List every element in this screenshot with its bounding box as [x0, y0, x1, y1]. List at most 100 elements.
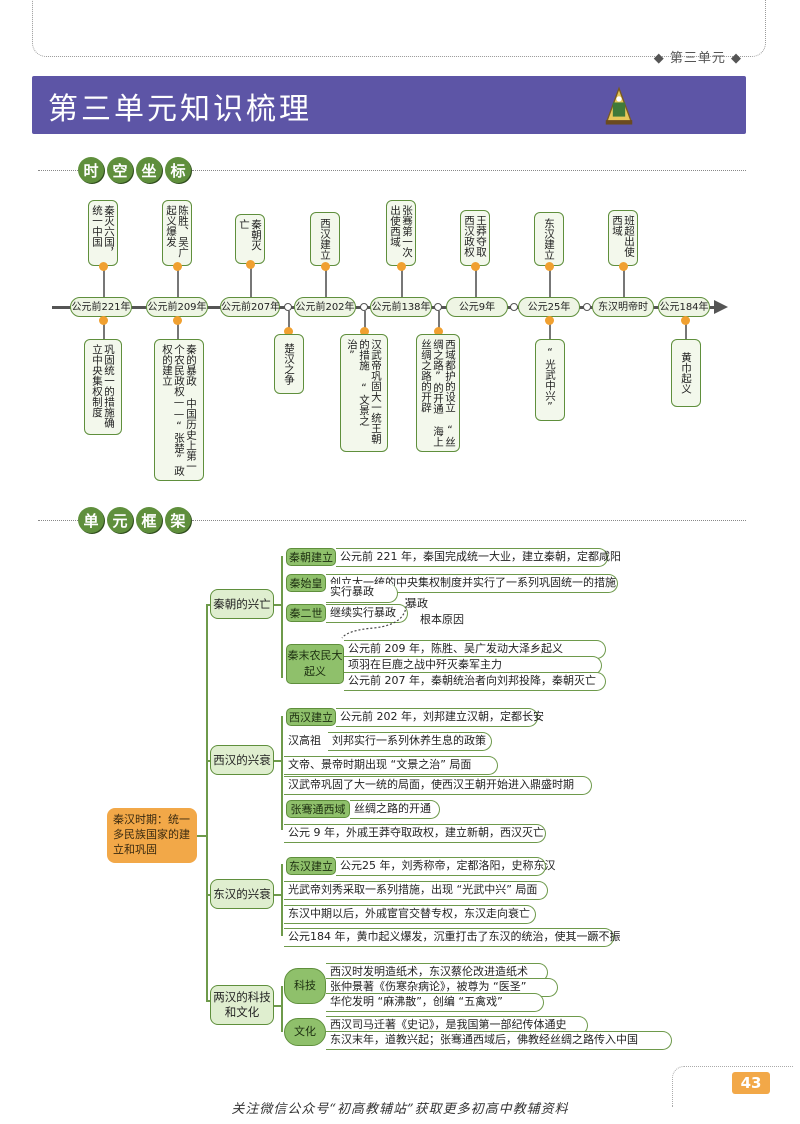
timeline-dot	[321, 262, 330, 271]
note-tyranny: 暴政	[406, 597, 428, 610]
timeline-event-below: 黄巾起义	[671, 339, 701, 407]
timeline-knob	[434, 303, 442, 311]
tag-qin-shihuang: 秦始皇	[286, 574, 326, 592]
timeline-connector	[103, 317, 105, 339]
timeline-connector	[438, 311, 440, 331]
tree-line	[281, 716, 283, 830]
framework-root: 秦汉时期：统一多民族国家的建立和巩固	[107, 808, 197, 863]
section-char: 时	[78, 157, 104, 183]
branch-culture: 两汉的科技和文化	[210, 985, 274, 1025]
page-number: 43	[732, 1072, 770, 1094]
tree-line	[206, 1000, 212, 1002]
framework-row: 华佗发明 “麻沸散”，创编 “五禽戏”	[326, 993, 544, 1012]
timeline-dot	[681, 316, 690, 325]
timeline-connector	[623, 266, 625, 297]
timeline-connector	[325, 266, 327, 297]
framework-row: 公元 9 年，外戚王莽夺取政权，建立新朝，西汉灭亡	[284, 824, 546, 843]
tree-line	[274, 604, 282, 606]
framework-row: 西汉时发明造纸术，东汉蔡伦改进造纸术	[326, 963, 548, 982]
framework-row: 公元25 年，刘秀称帝，定都洛阳，史称东汉	[336, 857, 556, 876]
timeline-dot	[360, 327, 369, 336]
label-han-gaozu: 汉高祖	[288, 734, 321, 747]
timeline-event-below: 秦的暴政 中国历史上第一个农民政权——“张楚”政权的建立	[154, 339, 204, 481]
framework-row: 公元前 221 年，秦国完成统一大业，建立秦朝，定都咸阳	[336, 548, 621, 567]
timeline-date: 公元前138年	[370, 297, 432, 317]
framework-row: 光武帝刘秀采取一系列措施，出现 “光武中兴” 局面	[284, 881, 548, 900]
timeline-dot	[397, 262, 406, 271]
timeline-knob	[510, 303, 518, 311]
section-line-left	[38, 520, 78, 521]
framework-row: 刘邦实行一系列休养生息的政策	[328, 732, 492, 751]
timeline-connector	[177, 266, 179, 297]
section-char: 框	[136, 507, 162, 533]
timeline-connector	[401, 266, 403, 297]
timeline-event-above: 班超出使西域	[608, 210, 638, 266]
framework-row: 创立大一统的中央集权制度并实行了一系列巩固统一的措施	[326, 574, 618, 593]
timeline-knob	[583, 303, 591, 311]
timeline-event-below: 汉武帝巩固大一统王朝的措施 “文景之治”	[340, 334, 388, 452]
timeline-date: 公元前207年	[220, 297, 280, 317]
timeline-arrow	[714, 300, 728, 314]
framework-row: 东汉末年，道教兴起；张骞通西域后，佛教经丝绸之路传入中国	[326, 1031, 672, 1050]
timeline-date: 公元25年	[518, 297, 580, 317]
section-char: 空	[107, 157, 133, 183]
timeline-event-above: 秦灭六国，统一中国	[88, 200, 118, 266]
timeline-connector	[250, 264, 252, 297]
branch-xihan: 西汉的兴衰	[210, 745, 274, 775]
section-char: 元	[107, 507, 133, 533]
framework-row: 文帝、景帝时期出现 “文景之治” 局面	[284, 756, 498, 775]
framework-row: 继续实行暴政	[326, 604, 408, 623]
timeline-event-below: “光武中兴”	[535, 339, 565, 421]
timeline-date: 公元前221年	[70, 297, 132, 317]
framework-row: 项羽在巨鹿之战中歼灭秦军主力	[344, 656, 602, 675]
tag-donghan-founding: 东汉建立	[286, 857, 336, 875]
tag-culture: 文化	[284, 1018, 326, 1046]
tag-zhangqian: 张骞通西域	[286, 800, 350, 818]
tree-trunk	[206, 604, 208, 1000]
timeline-connector	[549, 266, 551, 297]
tree-line	[197, 835, 207, 837]
timeline-date: 公元前209年	[146, 297, 208, 317]
framework-row: 公元前 202 年，刘邦建立汉朝，定都长安	[336, 708, 544, 727]
section-line-left	[38, 170, 78, 171]
note-root-cause: 根本原因	[420, 613, 464, 626]
timeline-event-above: 陈胜、吴广起义爆发	[162, 200, 192, 266]
section-line-right	[192, 170, 746, 171]
branch-qin: 秦朝的兴亡	[210, 589, 274, 619]
timeline-knob	[360, 303, 368, 311]
timeline-knob	[284, 303, 292, 311]
unit-label: ◆ 第三单元 ◆	[653, 51, 742, 66]
timeline-dot	[173, 262, 182, 271]
tree-line	[281, 986, 283, 1032]
corner-frame	[672, 1066, 793, 1107]
framework-row: 实行暴政	[326, 584, 398, 603]
timeline-dot	[246, 260, 255, 269]
timeline-date: 公元前202年	[294, 297, 356, 317]
framework-row: 公元前 209 年，陈胜、吴广发动大泽乡起义	[344, 640, 606, 659]
timeline-connector	[475, 266, 477, 297]
framework-row: 汉武帝巩固了大一统的局面，使西汉王朝开始进入鼎盛时期	[284, 776, 592, 795]
timeline-dot	[99, 316, 108, 325]
timeline-connector	[364, 311, 366, 331]
timeline-dot	[619, 262, 628, 271]
timeline-event-above: 秦朝灭亡	[235, 214, 265, 264]
timeline-connector	[103, 266, 105, 297]
section-char: 坐	[136, 157, 162, 183]
timeline-event-above: 西汉建立	[310, 212, 340, 266]
top-frame	[32, 0, 766, 57]
timeline-dot	[545, 316, 554, 325]
tag-science: 科技	[284, 968, 326, 1004]
timeline-date: 公元184年	[658, 297, 710, 317]
timeline-event-below: 楚汉之争	[274, 334, 304, 394]
timeline-date: 公元9年	[446, 297, 508, 317]
timeline-event-above: 王莽夺取西汉政权	[460, 210, 490, 266]
timeline-connector	[288, 311, 290, 331]
tree-line	[281, 556, 283, 678]
tree-line	[274, 760, 282, 762]
root-cause-arrow	[341, 597, 407, 639]
section-heading-timeline: 时 空 坐 标	[78, 157, 191, 183]
tag-qin-ershi: 秦二世	[286, 604, 326, 622]
branch-donghan: 东汉的兴衰	[210, 879, 274, 909]
timeline-dot	[471, 262, 480, 271]
tree-line	[274, 1005, 282, 1007]
